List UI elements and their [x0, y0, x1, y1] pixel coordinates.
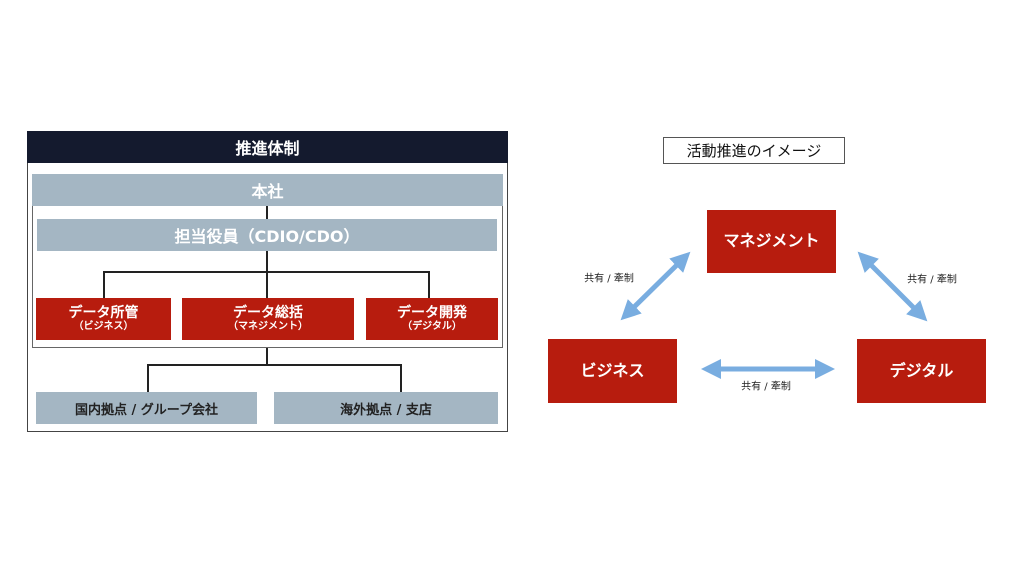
overseas-branch-box: 海外拠点 / 支店 — [274, 392, 498, 424]
connector — [103, 271, 105, 298]
connector — [266, 348, 268, 365]
unit-sub: （ビジネス） — [73, 321, 134, 333]
org-chart-title: 推進体制 — [27, 131, 508, 163]
officer-box: 担当役員（CDIO/CDO） — [37, 219, 497, 251]
connector — [147, 364, 149, 392]
connector — [266, 251, 268, 298]
node-digital: デジタル — [857, 339, 986, 403]
connector — [266, 206, 268, 219]
connector — [147, 364, 402, 366]
unit-name: データ総括 — [233, 305, 303, 322]
connector — [103, 271, 430, 273]
connector — [428, 271, 430, 298]
domestic-branch-box: 国内拠点 / グループ会社 — [36, 392, 257, 424]
activity-title: 活動推進のイメージ — [663, 137, 845, 164]
hq-box: 本社 — [32, 174, 503, 206]
unit-business: データ所管（ビジネス） — [36, 298, 171, 340]
unit-sub: （マネジメント） — [228, 321, 308, 333]
unit-management: データ総括（マネジメント） — [182, 298, 354, 340]
link-label: 共有 / 牽制 — [907, 274, 957, 286]
arrow-business-management — [620, 251, 691, 321]
unit-name: データ所管 — [68, 305, 139, 322]
node-business: ビジネス — [548, 339, 677, 403]
unit-sub: （デジタル） — [402, 321, 462, 333]
node-management: マネジメント — [707, 210, 836, 273]
connector — [400, 364, 402, 392]
unit-digital: データ開発（デジタル） — [366, 298, 498, 340]
link-label: 共有 / 牽制 — [741, 381, 791, 393]
arrow-management-digital — [857, 251, 928, 322]
link-label: 共有 / 牽制 — [584, 273, 634, 285]
unit-name: データ開発 — [397, 305, 467, 322]
